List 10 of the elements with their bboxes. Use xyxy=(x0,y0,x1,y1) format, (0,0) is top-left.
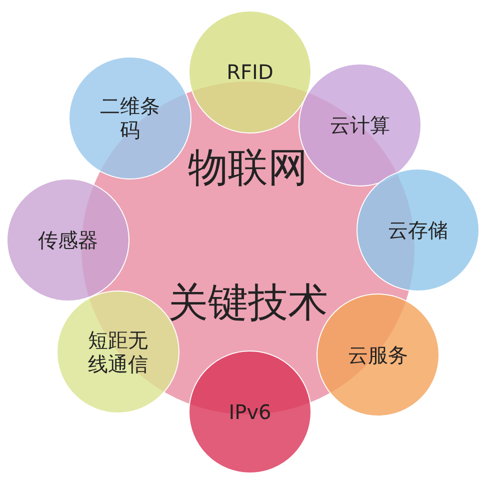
circle-label: 云服务 xyxy=(347,343,409,367)
center-label: 物联网 xyxy=(187,144,309,192)
circle-label: 短距无线通信 xyxy=(87,328,149,376)
circle-label: 云计算 xyxy=(329,113,391,137)
center-label: 关键技术 xyxy=(167,279,329,327)
circle-label: RFID xyxy=(226,60,274,84)
circle-label: 传感器 xyxy=(37,228,99,252)
circle-label: 二维条码 xyxy=(99,94,161,142)
circle-label: IPv6 xyxy=(228,400,272,424)
circle-label: 云存储 xyxy=(387,218,449,242)
